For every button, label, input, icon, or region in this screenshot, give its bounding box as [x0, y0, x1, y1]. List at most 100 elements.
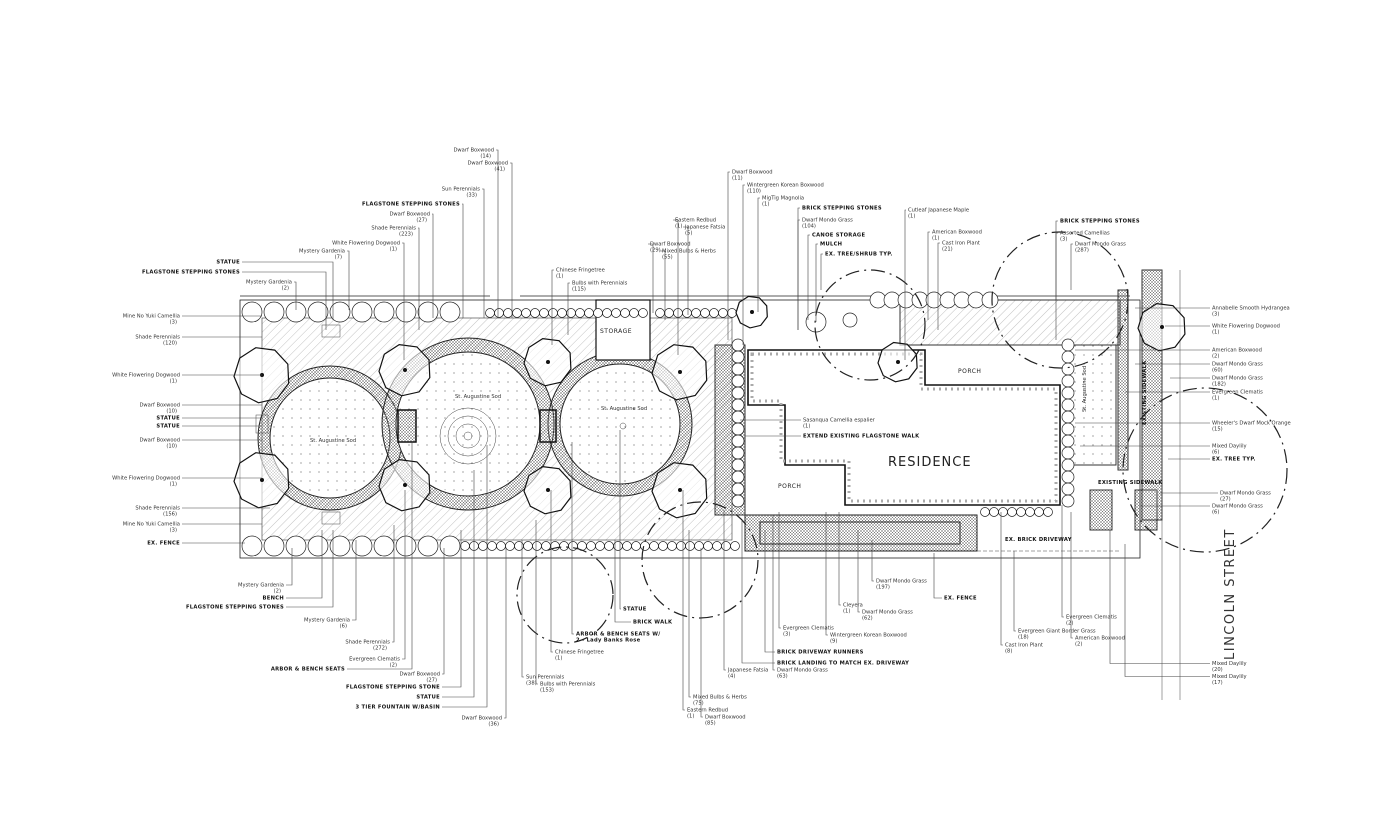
callout-label: EX. FENCE — [944, 596, 977, 602]
callout-label: EX. FENCE — [147, 541, 180, 547]
callout: American Boxwood(1) — [932, 230, 982, 242]
callout: Dwarf Mondo Grass(182) — [1212, 376, 1263, 388]
callout-label: Dwarf Mondo Grass — [802, 218, 853, 224]
callout-label: Dwarf Mondo Grass — [876, 579, 927, 585]
callout-label: ARBOR & BENCH SEATS — [271, 667, 345, 673]
callout-quantity: (55) — [662, 255, 673, 261]
leader-line — [286, 548, 293, 586]
callout-label: Mystery Gardenia — [304, 618, 350, 624]
callout-quantity: (287) — [1075, 248, 1089, 254]
callout: White Flowering Dogwood(1) — [1212, 324, 1280, 336]
callout: CANOE STORAGE — [812, 233, 865, 239]
callout-leaders — [182, 149, 1218, 719]
callout: Eastern Redbud(1) — [687, 708, 728, 720]
callout-label: American Boxwood — [1212, 348, 1262, 354]
callout: BRICK WALK — [633, 620, 673, 626]
callout-quantity: (182) — [1212, 382, 1226, 388]
callout: Assorted Camellias(3) — [1060, 231, 1110, 243]
callout-quantity: (10) — [166, 409, 177, 415]
callout: BRICK STEPPING STONES — [1060, 219, 1140, 225]
callout: STATUE — [156, 424, 180, 430]
leader-line — [815, 243, 818, 322]
callout: ARBOR & BENCH SEATS W/2 - Lady Banks Ros… — [576, 632, 660, 644]
callout: BENCH — [263, 596, 284, 602]
callout: EX. TREE TYP. — [1212, 457, 1255, 463]
callout-label: Sun Perennials — [442, 187, 480, 193]
leader-line — [571, 442, 574, 635]
leader-line — [1070, 512, 1073, 639]
callout-label: STATUE — [216, 260, 240, 266]
leader-line — [937, 242, 940, 330]
callout: Mystery Gardenia(2) — [246, 280, 292, 292]
porch-label: PORCH — [778, 483, 801, 490]
callout-label: Wintergreen Korean Boxwood — [747, 183, 824, 189]
leader-line — [723, 510, 726, 671]
callout-label: Shade Perennials — [135, 335, 180, 341]
callout: Evergreen Giant Border Grass(18) — [1018, 629, 1096, 641]
callout: White Flowering Dogwood(1) — [332, 241, 400, 253]
existing-sidewalk-label: EXISTING SIDEWALK — [1142, 360, 1148, 425]
callout-label: BRICK DRIVEWAY RUNNERS — [777, 650, 864, 656]
callout: Mixed Bulbs & Herbs(55) — [662, 249, 716, 261]
callout-quantity: (223) — [399, 232, 413, 238]
leader-line — [660, 250, 666, 320]
leader-line — [927, 231, 930, 320]
leader-line — [242, 261, 334, 320]
callout-quantity: (272) — [373, 646, 387, 652]
callout: Shade Perennials(156) — [135, 506, 180, 518]
callout-label: Bulbs with Perennials — [540, 682, 596, 688]
callout-quantity: (33) — [466, 193, 477, 199]
leader-line — [1124, 544, 1210, 677]
callout-label: Cleyera — [843, 603, 863, 609]
callout-label: Annabelle Smooth Hydrangea — [1212, 306, 1290, 312]
callout: BRICK STEPPING STONES — [802, 206, 882, 212]
leader-line — [688, 530, 691, 698]
callout-quantity: (1) — [687, 714, 694, 720]
leader-line — [933, 553, 942, 599]
callout-label: Dwarf Mondo Grass — [777, 668, 828, 674]
callout-quantity: (1) — [170, 379, 177, 385]
callout: FLAGSTONE STEPPING STONES — [142, 270, 240, 276]
callout-label: CANOE STORAGE — [812, 233, 865, 239]
callout: White Flowering Dogwood(1) — [112, 373, 180, 385]
leader-line — [764, 530, 775, 653]
leader-line — [352, 540, 357, 621]
callout: Sasanqua Camellia espalier(1) — [803, 418, 876, 430]
callout: Dwarf Mondo Grass(60) — [1212, 362, 1263, 374]
callout-label: Dwarf Mondo Grass — [1212, 504, 1263, 510]
callout: Dwarf Boxwood(27) — [399, 672, 440, 684]
leader-line — [496, 149, 499, 318]
callout: Dwarf Mondo Grass(197) — [876, 579, 927, 591]
callout-label: Evergreen Clematis — [1066, 615, 1117, 621]
callout-label: Mystery Gardenia — [238, 583, 284, 589]
sod-label: St. Augustine Sod — [1082, 366, 1088, 412]
callout-label: STATUE — [156, 424, 180, 430]
callout: FLAGSTONE STEPPING STONES — [186, 605, 284, 611]
callout: Cast Iron Plant(21) — [942, 241, 980, 253]
callout-quantity: (2) — [390, 663, 397, 669]
callout-quantity: (1) — [843, 609, 850, 615]
callout: Dwarf Boxwood(10) — [139, 438, 180, 450]
callout: Chinese Fringetree(1) — [556, 268, 605, 280]
leader-line — [825, 512, 828, 636]
callout: Mixed Daylily(20) — [1212, 661, 1247, 673]
callout-label: Evergreen Clematis — [349, 657, 400, 663]
callout-label: Dwarf Mondo Grass — [1220, 491, 1271, 497]
callout-label: EXTEND EXISTING FLAGSTONE WALK — [803, 434, 920, 440]
callout-quantity: (1) — [556, 274, 563, 280]
callout: Cleyera(1) — [843, 603, 863, 615]
callout: EX. FENCE — [147, 541, 180, 547]
statue — [255, 414, 269, 434]
callout: Dwarf Mondo Grass(287) — [1075, 242, 1126, 254]
callout-label: White Flowering Dogwood — [332, 241, 400, 247]
callout-label: White Flowering Dogwood — [1212, 324, 1280, 330]
callout: American Boxwood(2) — [1075, 636, 1125, 648]
callout-quantity: (10) — [166, 444, 177, 450]
callout-quantity: (8) — [1005, 649, 1012, 655]
callout: MULCH — [820, 242, 842, 248]
leader-line — [857, 530, 860, 613]
sod-label: St. Augustine Sod — [310, 438, 356, 444]
leader-line — [742, 184, 745, 345]
leader-line — [242, 271, 327, 330]
callout-label: FLAGSTONE STEPPING STONE — [346, 685, 440, 691]
